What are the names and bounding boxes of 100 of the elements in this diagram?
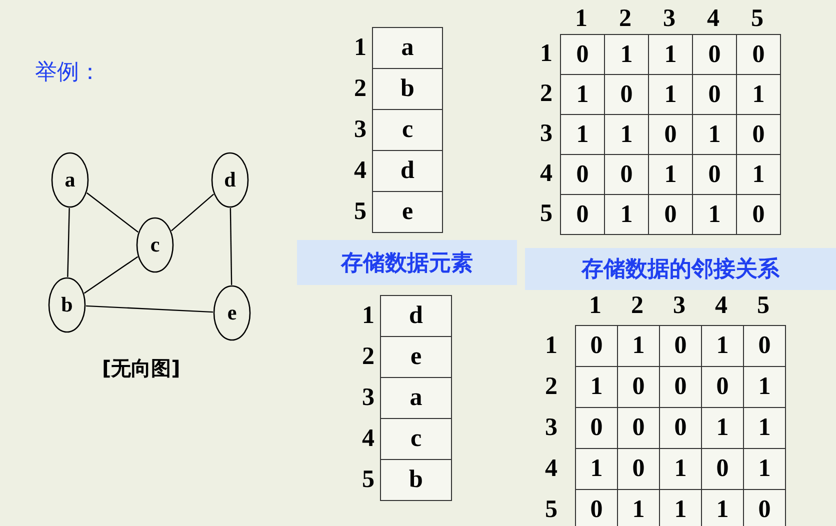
- column-number: 4: [707, 6, 720, 31]
- table-cell: 0: [575, 325, 618, 367]
- column-number: 4: [715, 293, 728, 318]
- table-cell: 1: [648, 74, 693, 115]
- column-number: 2: [619, 6, 632, 31]
- table-cell: e: [380, 336, 452, 378]
- index-number: 2: [354, 76, 366, 100]
- edge-line: [67, 208, 70, 278]
- table-cell: 1: [659, 448, 702, 490]
- table-cell: 1: [648, 154, 693, 195]
- table-cell: 0: [736, 114, 781, 155]
- edge-line: [86, 305, 214, 313]
- index-number: 3: [354, 116, 366, 142]
- column-number: 1: [589, 293, 602, 318]
- vertex-ellipse: [213, 285, 251, 341]
- table-cell: 1: [743, 407, 786, 449]
- table-cell: 1: [701, 489, 744, 526]
- table-cell: 0: [736, 194, 781, 235]
- table-cell: 0: [560, 194, 605, 235]
- row-number: 1: [545, 332, 558, 358]
- table-cell: 1: [575, 366, 618, 408]
- example-heading: 举例：: [35, 62, 101, 84]
- index-number: 4: [354, 158, 366, 182]
- index-number: 2: [362, 344, 374, 368]
- column-number: 2: [631, 293, 644, 318]
- row-number: 4: [540, 161, 552, 186]
- table-cell: 0: [701, 448, 744, 490]
- index-number: 5: [354, 198, 366, 224]
- row-number: 3: [545, 414, 558, 440]
- table-cell: 1: [604, 114, 649, 155]
- table-cell: 0: [575, 407, 618, 449]
- row-number: 5: [540, 201, 552, 226]
- column-number: 3: [663, 6, 676, 31]
- table-cell: 0: [743, 489, 786, 526]
- column-number: 1: [575, 6, 588, 31]
- index-number: 5: [362, 466, 374, 492]
- table-cell: e: [372, 191, 443, 233]
- table-cell: 0: [604, 154, 649, 195]
- table-cell: 0: [659, 325, 702, 367]
- table-cell: 1: [736, 154, 781, 195]
- row-number: 4: [545, 456, 558, 480]
- index-number: 4: [362, 426, 374, 450]
- table-cell: 1: [692, 194, 737, 235]
- vertex-label: c: [149, 234, 161, 256]
- table-cell: 1: [743, 448, 786, 490]
- table-cell: 1: [617, 325, 660, 367]
- table-cell: b: [372, 68, 443, 110]
- row-number: 3: [540, 121, 552, 146]
- table-cell: 1: [701, 407, 744, 449]
- table-cell: d: [380, 295, 452, 337]
- table-cell: 0: [617, 407, 660, 449]
- index-number: 3: [362, 384, 374, 410]
- caption-banner: 存储数据的邻接关系: [525, 248, 836, 290]
- vertex-ellipse: [211, 152, 249, 208]
- table-cell: 0: [575, 489, 618, 526]
- table-cell: 1: [604, 194, 649, 235]
- table-cell: 1: [659, 489, 702, 526]
- table-cell: 0: [560, 34, 605, 75]
- edge-line: [170, 194, 214, 232]
- table-cell: 0: [659, 407, 702, 449]
- vertex-label: a: [64, 170, 76, 190]
- column-number: 3: [673, 293, 686, 318]
- vertex-label: b: [60, 294, 74, 316]
- column-number: 5: [757, 293, 770, 318]
- table-cell: 0: [604, 74, 649, 115]
- table-cell: 0: [692, 154, 737, 195]
- table-cell: a: [380, 377, 452, 419]
- row-number: 2: [540, 81, 552, 106]
- table-cell: 1: [743, 366, 786, 408]
- table-cell: 0: [648, 194, 693, 235]
- index-number: 1: [354, 34, 366, 60]
- table-cell: 0: [692, 34, 737, 75]
- table-cell: 1: [736, 74, 781, 115]
- row-number: 1: [540, 41, 552, 66]
- table-cell: 1: [575, 448, 618, 490]
- edge-line: [86, 192, 138, 233]
- table-cell: 0: [617, 448, 660, 490]
- table-cell: 1: [617, 489, 660, 526]
- vertex-label: e: [226, 302, 238, 324]
- vertex-ellipse: [136, 217, 174, 273]
- graph-caption: [无向图]: [102, 358, 180, 378]
- table-cell: d: [372, 150, 443, 192]
- table-cell: 1: [701, 325, 744, 367]
- table-cell: a: [372, 27, 443, 69]
- table-cell: 0: [701, 366, 744, 408]
- table-cell: 0: [560, 154, 605, 195]
- table-cell: 1: [604, 34, 649, 75]
- table-cell: c: [372, 109, 443, 151]
- table-cell: c: [380, 418, 452, 460]
- vertex-ellipse: [51, 152, 89, 208]
- table-cell: 1: [692, 114, 737, 155]
- table-cell: 0: [743, 325, 786, 367]
- table-cell: 0: [659, 366, 702, 408]
- vertex-ellipse: [48, 277, 86, 333]
- row-number: 2: [545, 374, 558, 398]
- edge-line: [230, 208, 232, 286]
- table-cell: 0: [648, 114, 693, 155]
- index-number: 1: [362, 302, 374, 328]
- table-cell: 1: [560, 114, 605, 155]
- table-cell: 0: [692, 74, 737, 115]
